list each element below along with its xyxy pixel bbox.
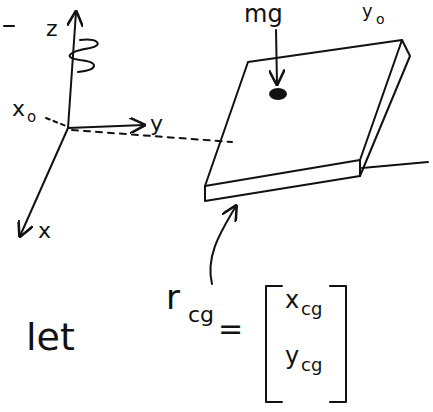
plate-top (205, 40, 402, 186)
vector-symbol: r (166, 280, 180, 314)
matrix-entry: y (285, 344, 299, 368)
subscript: cg (188, 304, 214, 326)
plate-edge-line (362, 162, 428, 168)
equals-sign: = (218, 314, 243, 344)
right-bracket (330, 286, 346, 402)
rotation-squiggle (70, 40, 98, 72)
axis-label: x (38, 220, 51, 242)
origin-label: x (12, 98, 25, 120)
subscript: o (27, 110, 36, 125)
plate-front (205, 160, 360, 201)
subscript: cg (301, 300, 322, 318)
z-axis (68, 12, 76, 128)
cg-dot (269, 88, 287, 100)
pointer-arrow (210, 206, 236, 284)
subscript: cg (301, 356, 322, 374)
axis-label: z (46, 18, 58, 40)
plate-side (360, 40, 410, 176)
left-bracket (266, 286, 282, 402)
plate-label: y (362, 2, 373, 20)
let-word: let (26, 318, 75, 356)
matrix-entry: x (285, 288, 299, 312)
origin-dash (46, 118, 66, 126)
weight-label: mg (244, 2, 283, 26)
dash-mark (4, 25, 14, 27)
y-axis (68, 125, 144, 128)
axis-label: y (150, 113, 163, 135)
subscript: o (376, 12, 385, 26)
weight-arrow (276, 30, 277, 84)
